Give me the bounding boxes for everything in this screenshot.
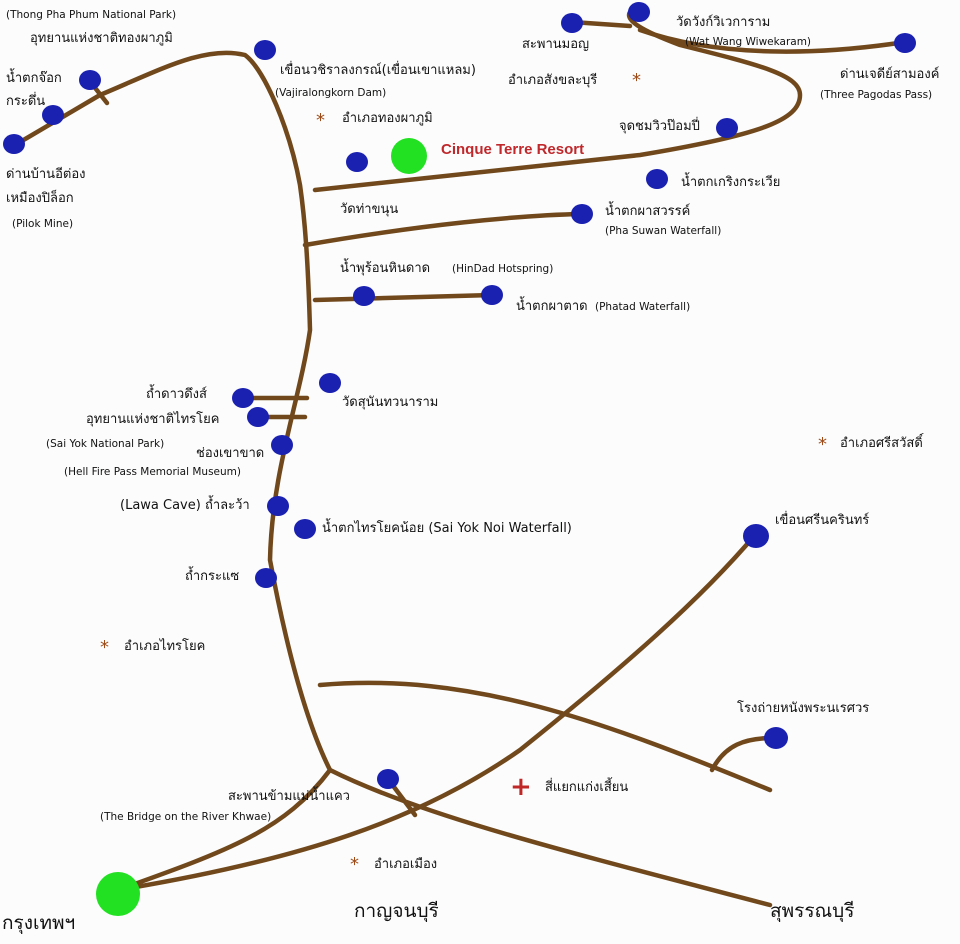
label-kradueng-2: กระดึ่น (6, 94, 46, 109)
junction-cross-icon: + (510, 772, 532, 802)
poi-marker-river-kwai[interactable] (377, 769, 399, 789)
road-hindad (312, 292, 495, 303)
poi-marker-krasae[interactable] (255, 568, 277, 588)
label-ban-i-tong-2: เหมืองปิล็อก (6, 191, 74, 206)
city-marker-bangkok[interactable] (96, 872, 140, 916)
label-dam-en: (Vajiralongkorn Dam) (275, 87, 387, 99)
road-main-highway (12, 50, 333, 893)
label-thong-pha-phum-park-en: (Thong Pha Phum National Park) (6, 9, 177, 21)
label-wat-wang-en: (Wat Wang Wiwekaram) (685, 36, 812, 48)
label-kanchanaburi: กาญจนบุรี (354, 900, 439, 922)
road-three-pagodas (637, 27, 908, 54)
poi-marker-viewpoint[interactable] (716, 118, 738, 138)
label-lawa: (Lawa Cave) ถ้ำละว้า (120, 498, 250, 513)
label-bangkok: กรุงเทพฯ (2, 912, 76, 934)
district-star-icon: * (632, 70, 641, 91)
label-kroeng-krawia: น้ำตกเกริงกระเวีย (681, 175, 781, 190)
poi-marker-srinagarind[interactable] (743, 524, 769, 548)
label-krasae: ถ้ำกระแซ (185, 569, 240, 584)
label-hellfire-en: (Hell Fire Pass Memorial Museum) (64, 466, 241, 478)
label-wat-wang-th: วัดวังก์วิเวการาม (676, 15, 771, 30)
label-hindad-en: (HinDad Hotspring) (452, 263, 554, 275)
label-viewpoint: จุดชมวิวป๊อมปี่ (619, 119, 700, 134)
label-wat-tha-khanun: วัดท่าขนุน (340, 202, 399, 217)
label-wat-sunan: วัดสุนันทวนาราม (342, 395, 439, 410)
label-hellfire-th: ช่องเขาขาด (196, 446, 265, 461)
city-marker-resort[interactable] (391, 138, 427, 174)
label-hindad-th: น้ำพุร้อนหินดาด (340, 261, 431, 276)
road-pha-suwan (302, 211, 585, 248)
road-srinagarind (115, 532, 758, 893)
poi-marker-daodueng[interactable] (232, 388, 254, 408)
label-dam-th: เขื่อนวชิราลงกรณ์(เขื่อนเขาแหลม) (280, 63, 476, 78)
label-saiyok-noi: น้ำตกไทรโยคน้อย (Sai Yok Noi Waterfall) (322, 521, 572, 536)
poi-marker-pilok[interactable] (3, 134, 25, 154)
road-suphanburi (327, 767, 773, 908)
label-srinagarind: เขื่อนศรีนครินทร์ (775, 513, 870, 528)
label-thong-pha-phum-park-th: อุทยานแห่งชาติทองผาภูมิ (30, 31, 173, 46)
poi-marker-three-pagodas[interactable] (894, 33, 916, 53)
label-three-pagodas-en: (Three Pagodas Pass) (820, 89, 933, 101)
poi-marker-lawa[interactable] (267, 496, 289, 516)
poi-marker-saiyok-park[interactable] (247, 407, 269, 427)
poi-marker-naresuan[interactable] (764, 727, 788, 749)
poi-marker-kradueng[interactable] (79, 70, 101, 90)
label-river-kwai-th: สะพานข้ามแม่น้ำแคว (228, 789, 350, 804)
poi-marker-wat-wang[interactable] (628, 2, 650, 22)
poi-marker-dam[interactable] (254, 40, 276, 60)
label-pha-suwan-en: (Pha Suwan Waterfall) (605, 225, 722, 237)
road-naresuan (317, 680, 773, 793)
label-phatad-en: (Phatad Waterfall) (595, 301, 691, 313)
label-daodueng: ถ้ำดาวดึงส์ (146, 387, 207, 402)
district-star-icon: * (316, 110, 325, 131)
label-si-sawat-district: อำเภอศรีสวัสดิ์ (840, 436, 923, 451)
label-pilok-en: (Pilok Mine) (12, 218, 74, 230)
poi-marker-thong-pha-phum-park[interactable] (42, 105, 64, 125)
label-naresuan: โรงถ่ายหนังพระนเรศวร (737, 701, 870, 716)
poi-marker-saiyok-noi[interactable] (294, 519, 316, 539)
label-river-kwai-en: (The Bridge on the River Khwae) (100, 811, 272, 823)
label-saiyok-park-th: อุทยานแห่งชาติไทรโยค (86, 412, 220, 427)
poi-marker-phatad[interactable] (481, 285, 503, 305)
label-three-pagodas-th: ด่านเจดีย์สามองค์ (840, 67, 940, 82)
label-sangkhla-district: อำเภอสังขละบุรี (508, 73, 598, 88)
poi-marker-pha-suwan[interactable] (571, 204, 593, 224)
district-star-icon: * (350, 854, 359, 875)
label-kaeng-sian: สี่แยกแก่งเสี้ยน (545, 780, 629, 795)
district-star-icon: * (818, 434, 827, 455)
label-kradueng-1: น้ำตกจ๊อก (6, 71, 62, 86)
poi-marker-hellfire[interactable] (271, 435, 293, 455)
poi-marker-wat-sunan[interactable] (319, 373, 341, 393)
label-ban-i-tong-1: ด่านบ้านอีต่อง (6, 167, 86, 182)
label-cinque-terre-resort[interactable]: Cinque Terre Resort (441, 141, 585, 158)
label-phatad-th: น้ำตกผาตาด (516, 299, 588, 314)
poi-marker-mon-bridge[interactable] (561, 13, 583, 33)
poi-marker-hindad[interactable] (353, 286, 375, 306)
poi-marker-resort-area[interactable] (346, 152, 368, 172)
label-thong-pha-phum-district: อำเภอทองผาภูมิ (342, 111, 433, 126)
label-mon-bridge: สะพานมอญ (522, 37, 590, 52)
label-pha-suwan-th: น้ำตกผาสวรรค์ (605, 204, 691, 219)
district-star-icon: * (100, 637, 109, 658)
label-mueang-district: อำเภอเมือง (374, 857, 438, 872)
label-suphan-buri: สุพรรณบุรี (770, 900, 855, 922)
label-sai-yok-district: อำเภอไทรโยค (124, 639, 206, 654)
poi-marker-kroeng-krawia[interactable] (646, 169, 668, 189)
label-saiyok-park-en: (Sai Yok National Park) (46, 438, 165, 450)
